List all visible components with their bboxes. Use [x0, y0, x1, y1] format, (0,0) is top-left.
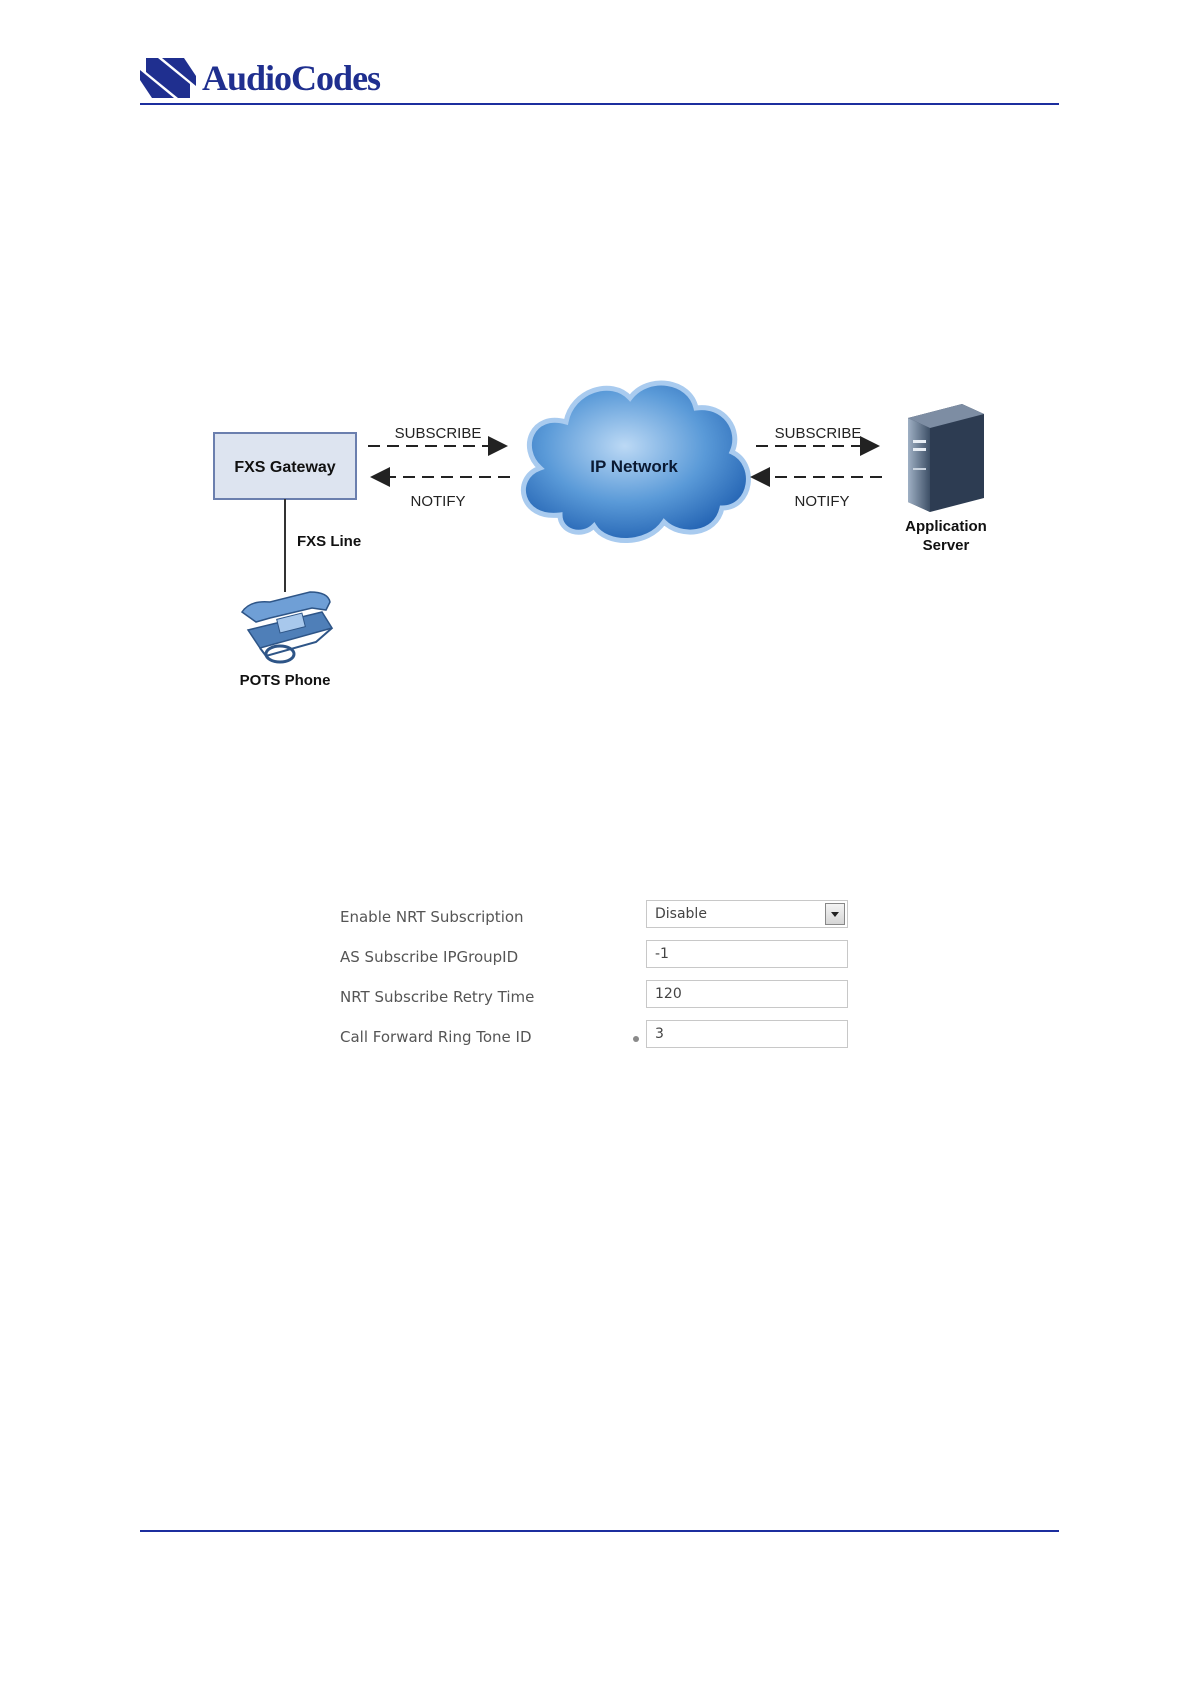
left-subscribe-label: SUBSCRIBE: [395, 425, 482, 442]
setting-row-enable-nrt: Enable NRT Subscription Disable: [340, 898, 860, 938]
call-forward-ring-tone-id-input[interactable]: 3: [646, 1020, 848, 1048]
header-rule: [140, 103, 1059, 105]
right-notify-label: NOTIFY: [795, 493, 850, 510]
fxs-line-label: FXS Line: [297, 533, 361, 550]
setting-row-as-subscribe: AS Subscribe IPGroupID -1: [340, 938, 860, 978]
nrt-subscribe-retry-time-label: NRT Subscribe Retry Time: [340, 988, 534, 1006]
nrt-subscription-diagram: FXS Gateway FXS Line POTS Phone SUBSCRIB…: [0, 360, 1191, 700]
setting-row-retry-time: NRT Subscribe Retry Time 120: [340, 978, 860, 1018]
left-notify-label: NOTIFY: [411, 493, 466, 510]
setting-row-ring-tone: Call Forward Ring Tone ID 3: [340, 1018, 860, 1058]
ip-network-cloud-icon: IP Network: [523, 383, 748, 540]
enable-nrt-subscription-label: Enable NRT Subscription: [340, 908, 524, 926]
footer-rule: [140, 1530, 1059, 1532]
pots-phone-icon: [242, 592, 332, 662]
application-server-icon: [908, 404, 984, 512]
right-subscribe-label: SUBSCRIBE: [775, 425, 862, 442]
chevron-down-icon[interactable]: [825, 903, 845, 925]
nrt-settings-form: Enable NRT Subscription Disable AS Subsc…: [340, 898, 860, 1058]
pots-phone-label: POTS Phone: [240, 672, 331, 689]
modified-indicator-dot: [633, 1036, 639, 1042]
call-forward-ring-tone-id-value: 3: [655, 1026, 664, 1042]
enable-nrt-subscription-select[interactable]: Disable: [646, 900, 848, 928]
as-subscribe-ipgroupid-input[interactable]: -1: [646, 940, 848, 968]
fxs-gateway: FXS Gateway: [214, 433, 356, 499]
ip-network-label: IP Network: [590, 457, 678, 476]
server-label-line1: Application: [905, 518, 987, 535]
call-forward-ring-tone-id-label: Call Forward Ring Tone ID: [340, 1028, 532, 1046]
server-label-line2: Server: [923, 537, 970, 554]
brand-name: AudioCodes: [202, 60, 380, 96]
gateway-label: FXS Gateway: [234, 459, 335, 476]
as-subscribe-ipgroupid-label: AS Subscribe IPGroupID: [340, 948, 518, 966]
as-subscribe-ipgroupid-value: -1: [655, 946, 669, 962]
nrt-subscribe-retry-time-input[interactable]: 120: [646, 980, 848, 1008]
audiocodes-logo: AudioCodes: [140, 56, 380, 100]
audiocodes-logo-mark-icon: [140, 58, 196, 98]
enable-nrt-subscription-value: Disable: [655, 906, 707, 922]
nrt-subscribe-retry-time-value: 120: [655, 986, 682, 1002]
